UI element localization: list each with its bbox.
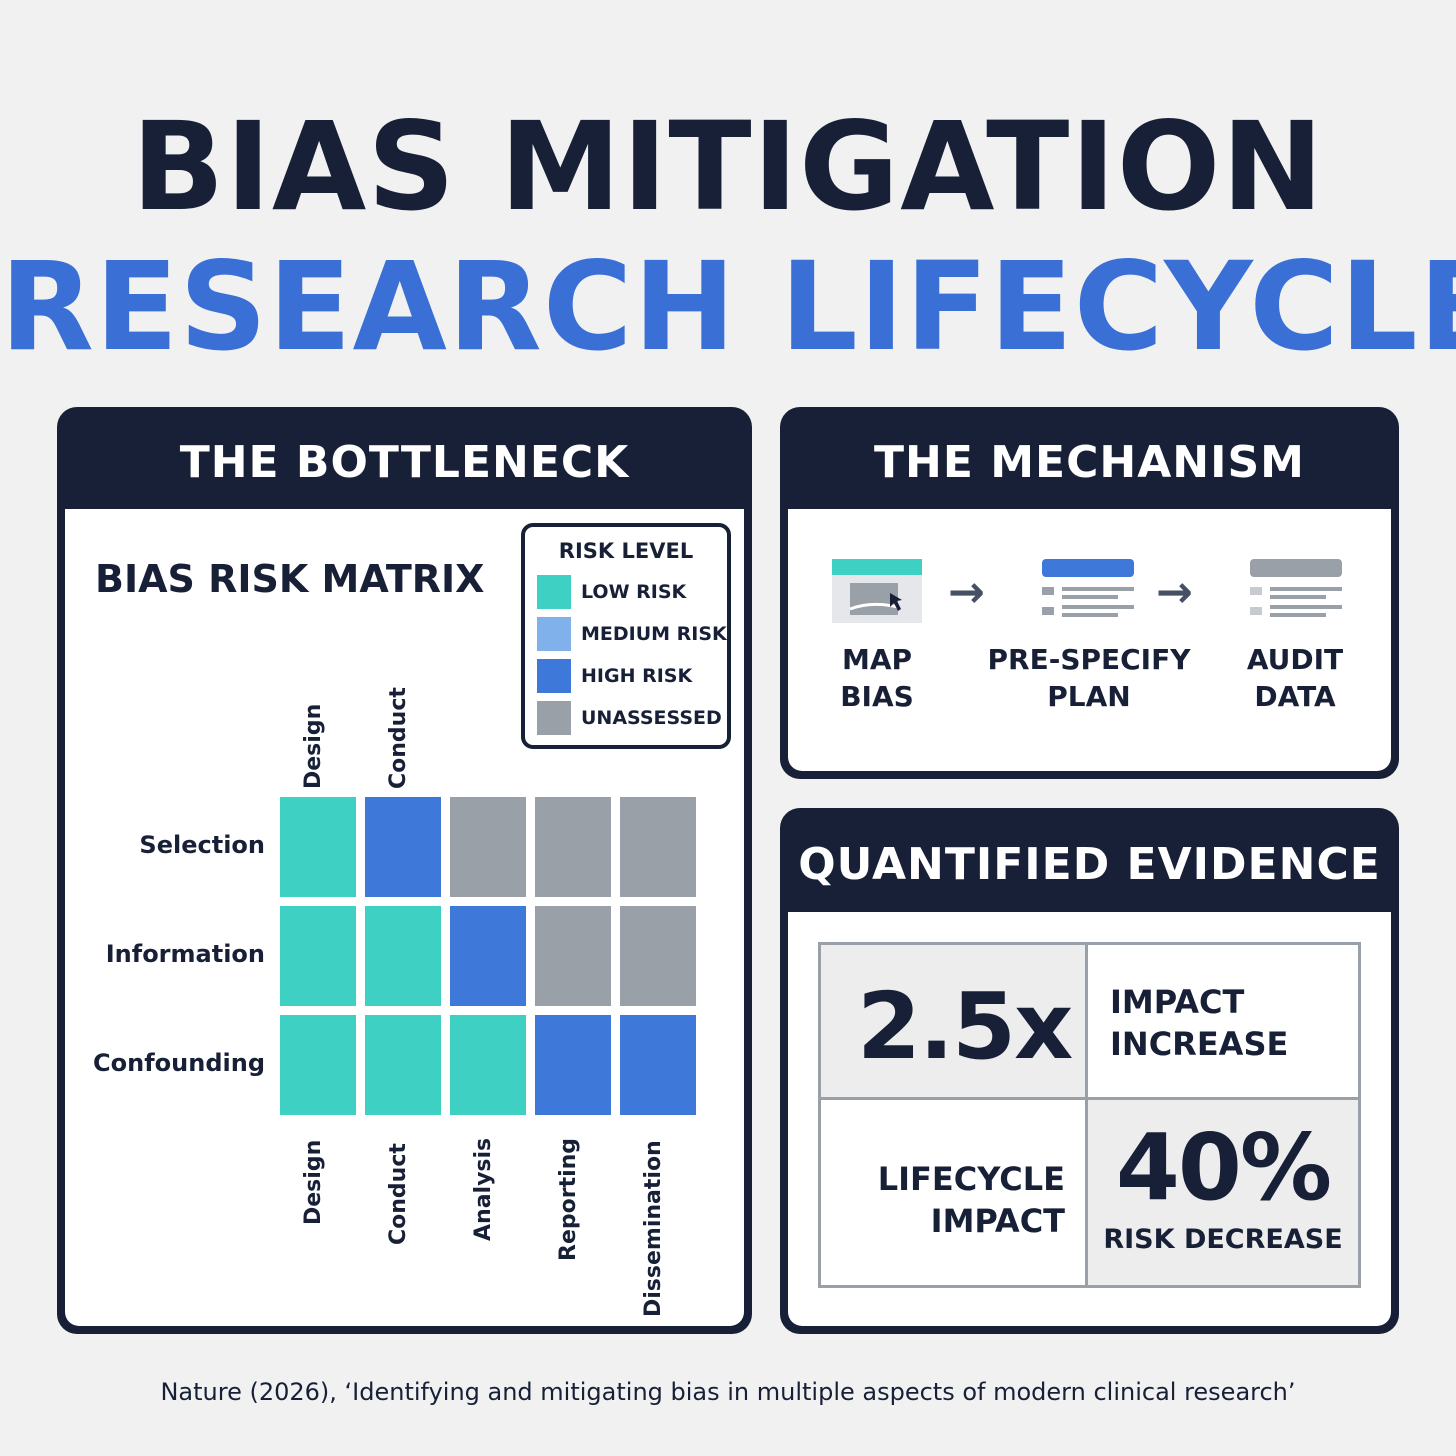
bottleneck-body: BIAS RISK MATRIX RISK LEVEL LOW RISK MED… [65, 509, 744, 1326]
legend-item-low: LOW RISK [537, 575, 686, 609]
stat2-value: 40% [1115, 1114, 1332, 1221]
col-label-conduct: Conduct [386, 1143, 411, 1245]
legend-label: MEDIUM RISK [581, 623, 727, 645]
matrix-cell-confounding-design [280, 1015, 356, 1115]
matrix-cell-confounding-dissemination [620, 1015, 696, 1115]
col-label-dissemination: Dissemination [641, 1140, 666, 1317]
matrix-cell-confounding-analysis [450, 1015, 526, 1115]
matrix-title: BIAS RISK MATRIX [95, 557, 485, 601]
top-col-label-conduct: Conduct [386, 687, 411, 789]
matrix-cell-confounding-conduct [365, 1015, 441, 1115]
top-col-label-design: Design [301, 703, 326, 789]
mechanism-panel: THE MECHANISM → → MAP [780, 407, 1399, 779]
map-bias-icon [832, 559, 922, 623]
col-label-design: Design [301, 1139, 326, 1225]
legend-label: LOW RISK [581, 581, 687, 603]
evidence-header: QUANTIFIED EVIDENCE [798, 838, 1381, 890]
matrix-cell-confounding-reporting [535, 1015, 611, 1115]
source-citation: Nature (2026), ‘Identifying and mitigati… [160, 1378, 1296, 1406]
evidence-cell-stat2-label: LIFECYCLE IMPACT [821, 1100, 1088, 1285]
legend-item-unassessed: UNASSESSED [537, 701, 722, 735]
legend-swatch-low [537, 575, 571, 609]
stat1-label: IMPACT INCREASE [1110, 983, 1289, 1063]
step-label-audit-data: AUDIT DATA [1246, 643, 1344, 713]
row-label-confounding: Confounding [93, 1049, 265, 1077]
legend-item-medium: MEDIUM RISK [537, 617, 727, 651]
evidence-cell-stat1: 2.5x [821, 945, 1088, 1100]
matrix-cell-selection-dissemination [620, 797, 696, 897]
col-label-analysis: Analysis [471, 1137, 496, 1241]
matrix-cell-information-design [280, 906, 356, 1006]
matrix-cell-selection-design [280, 797, 356, 897]
row-label-selection: Selection [139, 831, 265, 859]
legend-swatch-high [537, 659, 571, 693]
matrix-cell-selection-conduct [365, 797, 441, 897]
legend-label: HIGH RISK [581, 665, 693, 687]
evidence-grid: 2.5x IMPACT INCREASE LIFECYCLE IMPACT 40… [818, 942, 1361, 1288]
col-label-reporting: Reporting [556, 1137, 581, 1261]
matrix-cell-information-reporting [535, 906, 611, 1006]
audit-document-icon [1250, 559, 1342, 617]
evidence-cell-stat1-label: IMPACT INCREASE [1088, 945, 1358, 1100]
row-label-information: Information [105, 940, 265, 968]
stat2-label: LIFECYCLE IMPACT [877, 1160, 1065, 1240]
legend-item-high: HIGH RISK [537, 659, 692, 693]
matrix-cell-selection-reporting [535, 797, 611, 897]
evidence-body: 2.5x IMPACT INCREASE LIFECYCLE IMPACT 40… [788, 912, 1391, 1326]
evidence-cell-stat2: 40% RISK DECREASE [1088, 1100, 1358, 1285]
legend-swatch-unassessed [537, 701, 571, 735]
stat1-value: 2.5x [857, 973, 1073, 1080]
matrix-cell-selection-analysis [450, 797, 526, 897]
stat2-caption: RISK DECREASE [1103, 1224, 1343, 1255]
legend-swatch-medium [537, 617, 571, 651]
legend-title: RISK LEVEL [558, 539, 694, 563]
legend-label: UNASSESSED [581, 707, 722, 729]
bottleneck-panel: THE BOTTLENECK BIAS RISK MATRIX RISK LEV… [57, 407, 752, 1334]
step-label-map-bias: MAP BIAS [840, 643, 914, 713]
mechanism-body: → → MAP BIAS PRE-SPECIFY PLAN AUDIT DATA [788, 509, 1391, 771]
main-title-line1: BIAS MITIGATION [131, 96, 1325, 238]
evidence-panel: QUANTIFIED EVIDENCE 2.5x IMPACT INCREASE… [780, 808, 1399, 1334]
matrix-cell-information-analysis [450, 906, 526, 1006]
arrow-right-icon: → [1156, 567, 1193, 618]
bottleneck-header: THE BOTTLENECK [179, 436, 630, 488]
step-label-pre-specify-plan: PRE-SPECIFY PLAN [987, 643, 1191, 713]
risk-legend: RISK LEVEL LOW RISK MEDIUM RISK HIGH RIS… [521, 523, 731, 749]
mechanism-header: THE MECHANISM [874, 436, 1305, 488]
plan-document-icon [1042, 559, 1134, 617]
matrix-cell-information-dissemination [620, 906, 696, 1006]
arrow-right-icon: → [948, 567, 985, 618]
main-title-line2: RESEARCH LIFECYCLE [0, 236, 1456, 378]
matrix-cell-information-conduct [365, 906, 441, 1006]
